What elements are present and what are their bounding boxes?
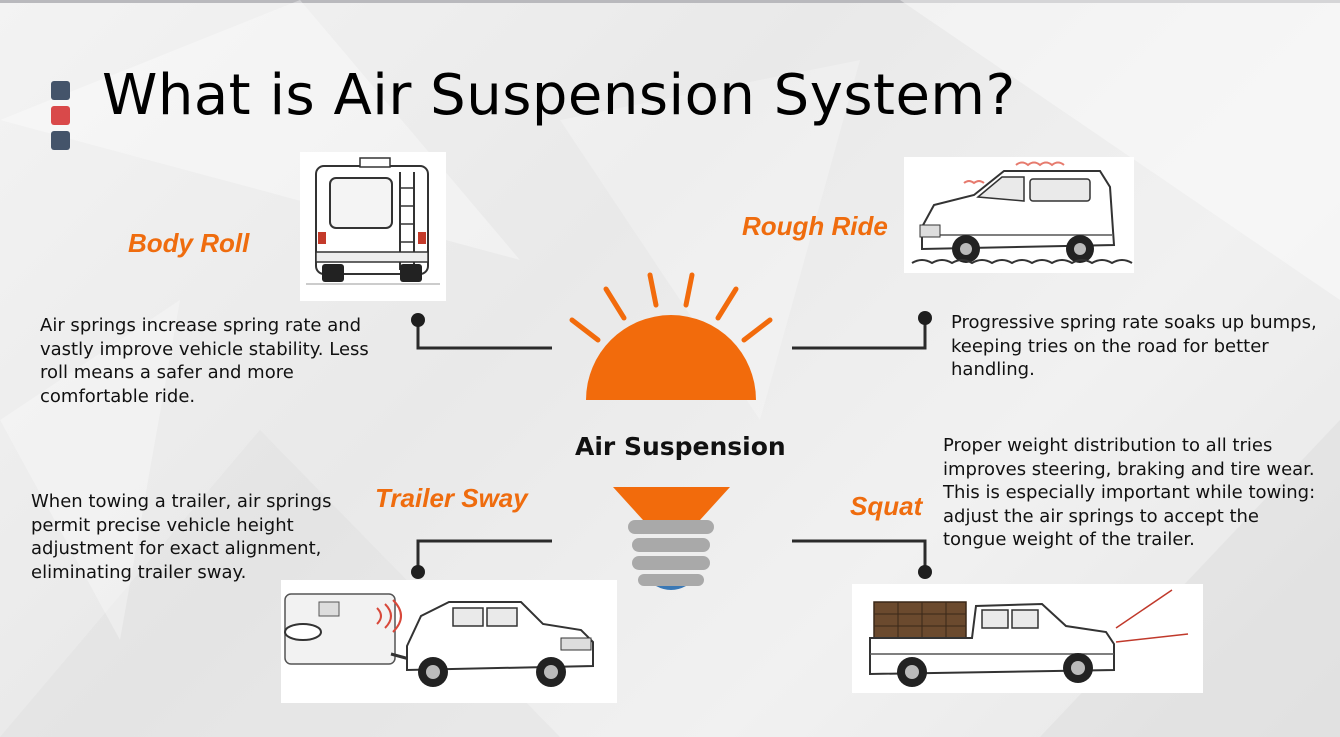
rough-ride-label: Rough Ride — [742, 211, 888, 241]
suv-trailer-icon — [284, 593, 594, 687]
top-border — [0, 0, 1340, 3]
camper-van-icon — [911, 161, 1133, 265]
squat-text: Proper weight distribution to all tries … — [943, 435, 1316, 550]
pickup-truck-image — [852, 584, 1203, 693]
page-title: What is Air Suspension System? — [102, 63, 1016, 128]
center-label: Air Suspension — [575, 432, 786, 461]
squat-label: Squat — [850, 491, 923, 521]
trailer-sway-label: Trailer Sway — [375, 483, 528, 513]
title-square-middle — [51, 106, 70, 125]
rough-ride-text: Progressive spring rate soaks up bumps, … — [951, 312, 1317, 380]
body-roll-text: Air springs increase spring rate and vas… — [40, 315, 369, 407]
suv-trailer-image — [281, 580, 617, 703]
camper-van-image — [904, 157, 1134, 273]
title-square-top — [51, 81, 70, 100]
motorhome-rear-icon — [306, 157, 440, 285]
pickup-truck-icon — [869, 589, 1189, 687]
body-roll-label: Body Roll — [128, 228, 250, 258]
title-square-bottom — [51, 131, 70, 150]
trailer-sway-text: When towing a trailer, air springs permi… — [31, 491, 332, 583]
motorhome-image — [300, 152, 446, 301]
